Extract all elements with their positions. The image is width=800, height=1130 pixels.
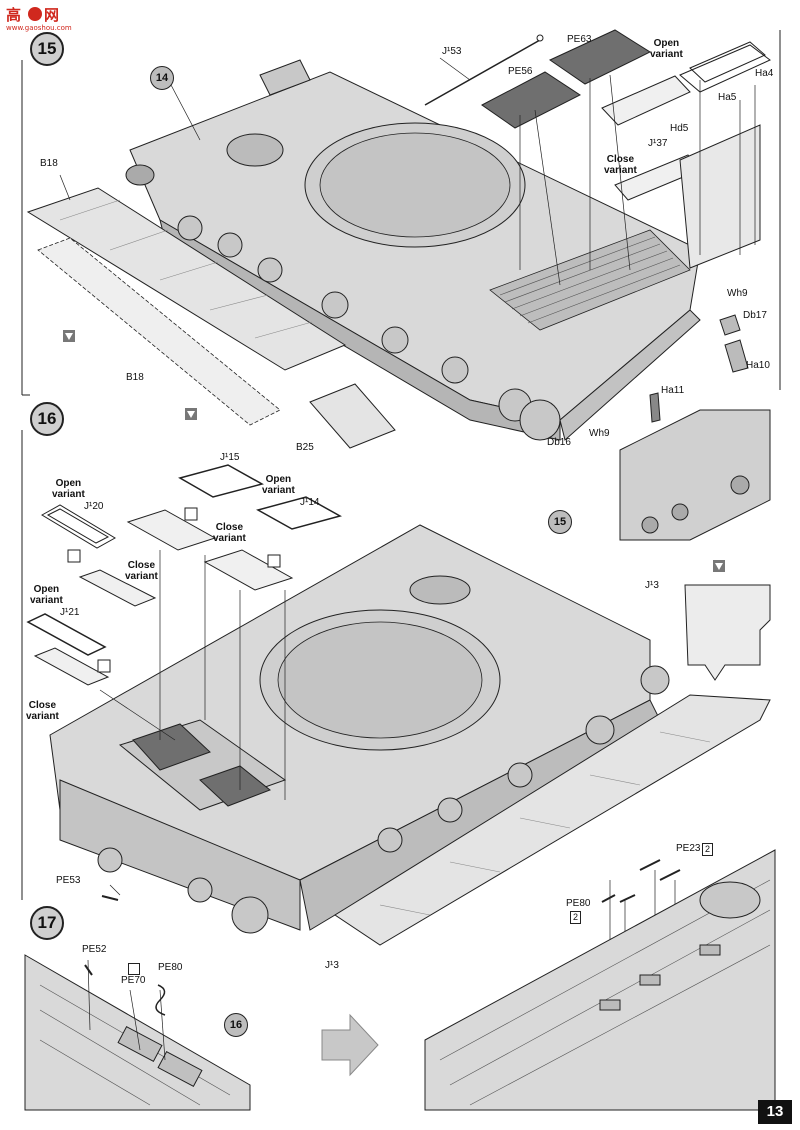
- part-label-b25: B25: [296, 442, 314, 453]
- part-label-wh9-bottom: Wh9: [589, 428, 610, 439]
- part-label-j53: J¹53: [442, 46, 462, 57]
- step-15-number: 15: [30, 32, 64, 66]
- step-16-number: 16: [30, 402, 64, 436]
- part-label-pe70: PE70: [121, 975, 146, 986]
- part-label-j3-bottom: J¹3: [325, 960, 339, 971]
- svg-text:网: 网: [44, 6, 59, 24]
- part-label-b18-top: B18: [40, 158, 58, 169]
- pe23-quantity-badge: 2: [702, 843, 714, 856]
- watermark-graphic: 高 网 www.gaoshou.com: [4, 4, 72, 32]
- part-label-j21: J¹21: [60, 607, 80, 618]
- part-label-pe53: PE53: [56, 875, 81, 886]
- close-variant-mid-label: Close variant: [213, 522, 246, 544]
- part-label-pe63: PE63: [567, 34, 592, 45]
- pe80-quantity-badge: 2: [570, 911, 582, 924]
- step-17-number: 17: [30, 906, 64, 940]
- svg-text:www.gaoshou.com: www.gaoshou.com: [6, 24, 72, 32]
- part-label-hd5: Hd5: [670, 123, 689, 134]
- part-label-j37: J¹37: [648, 138, 668, 149]
- open-variant-top-left-label: Open variant: [52, 478, 85, 500]
- part-label-pe80-step17: PE80: [158, 962, 183, 973]
- step-17-ref-step-16: 16: [224, 1013, 248, 1037]
- part-label-j14: J¹14: [300, 497, 320, 508]
- part-label-pe56: PE56: [508, 66, 533, 77]
- part-label-ha4: Ha4: [755, 68, 774, 79]
- part-label-ha5: Ha5: [718, 92, 737, 103]
- close-variant-label: Close variant: [604, 154, 637, 176]
- step-16-ref-step-15: 15: [548, 510, 572, 534]
- open-variant-top-right-label: Open variant: [262, 474, 295, 496]
- part-label-pe52: PE52: [82, 944, 107, 955]
- open-variant-label: Open variant: [650, 38, 683, 60]
- svg-text:高: 高: [6, 6, 21, 24]
- part-label-j3-top: J¹3: [645, 580, 659, 591]
- step-15-ref-step-14: 14: [150, 66, 174, 90]
- part-label-ha11: Ha11: [661, 385, 685, 396]
- part-label-j15: J¹15: [220, 452, 240, 463]
- open-variant-left-label: Open variant: [30, 584, 63, 606]
- close-variant-left-label: Close variant: [125, 560, 158, 582]
- close-variant-bottom-label: Close variant: [26, 700, 59, 722]
- site-watermark-logo: 高 网 www.gaoshou.com: [4, 4, 72, 32]
- part-label-b18-bottom: B18: [126, 372, 144, 383]
- part-label-ha10: Ha10: [746, 360, 770, 371]
- part-label-wh9-right: Wh9: [727, 288, 748, 299]
- part-label-pe80-step16: PE80: [566, 898, 591, 909]
- part-label-db16: Db16: [547, 437, 571, 448]
- part-label-j20: J¹20: [84, 501, 104, 512]
- open-variant-icon: [128, 963, 140, 975]
- part-label-db17: Db17: [743, 310, 767, 321]
- part-label-pe23: PE23: [676, 843, 701, 854]
- page-number: 13: [758, 1100, 792, 1124]
